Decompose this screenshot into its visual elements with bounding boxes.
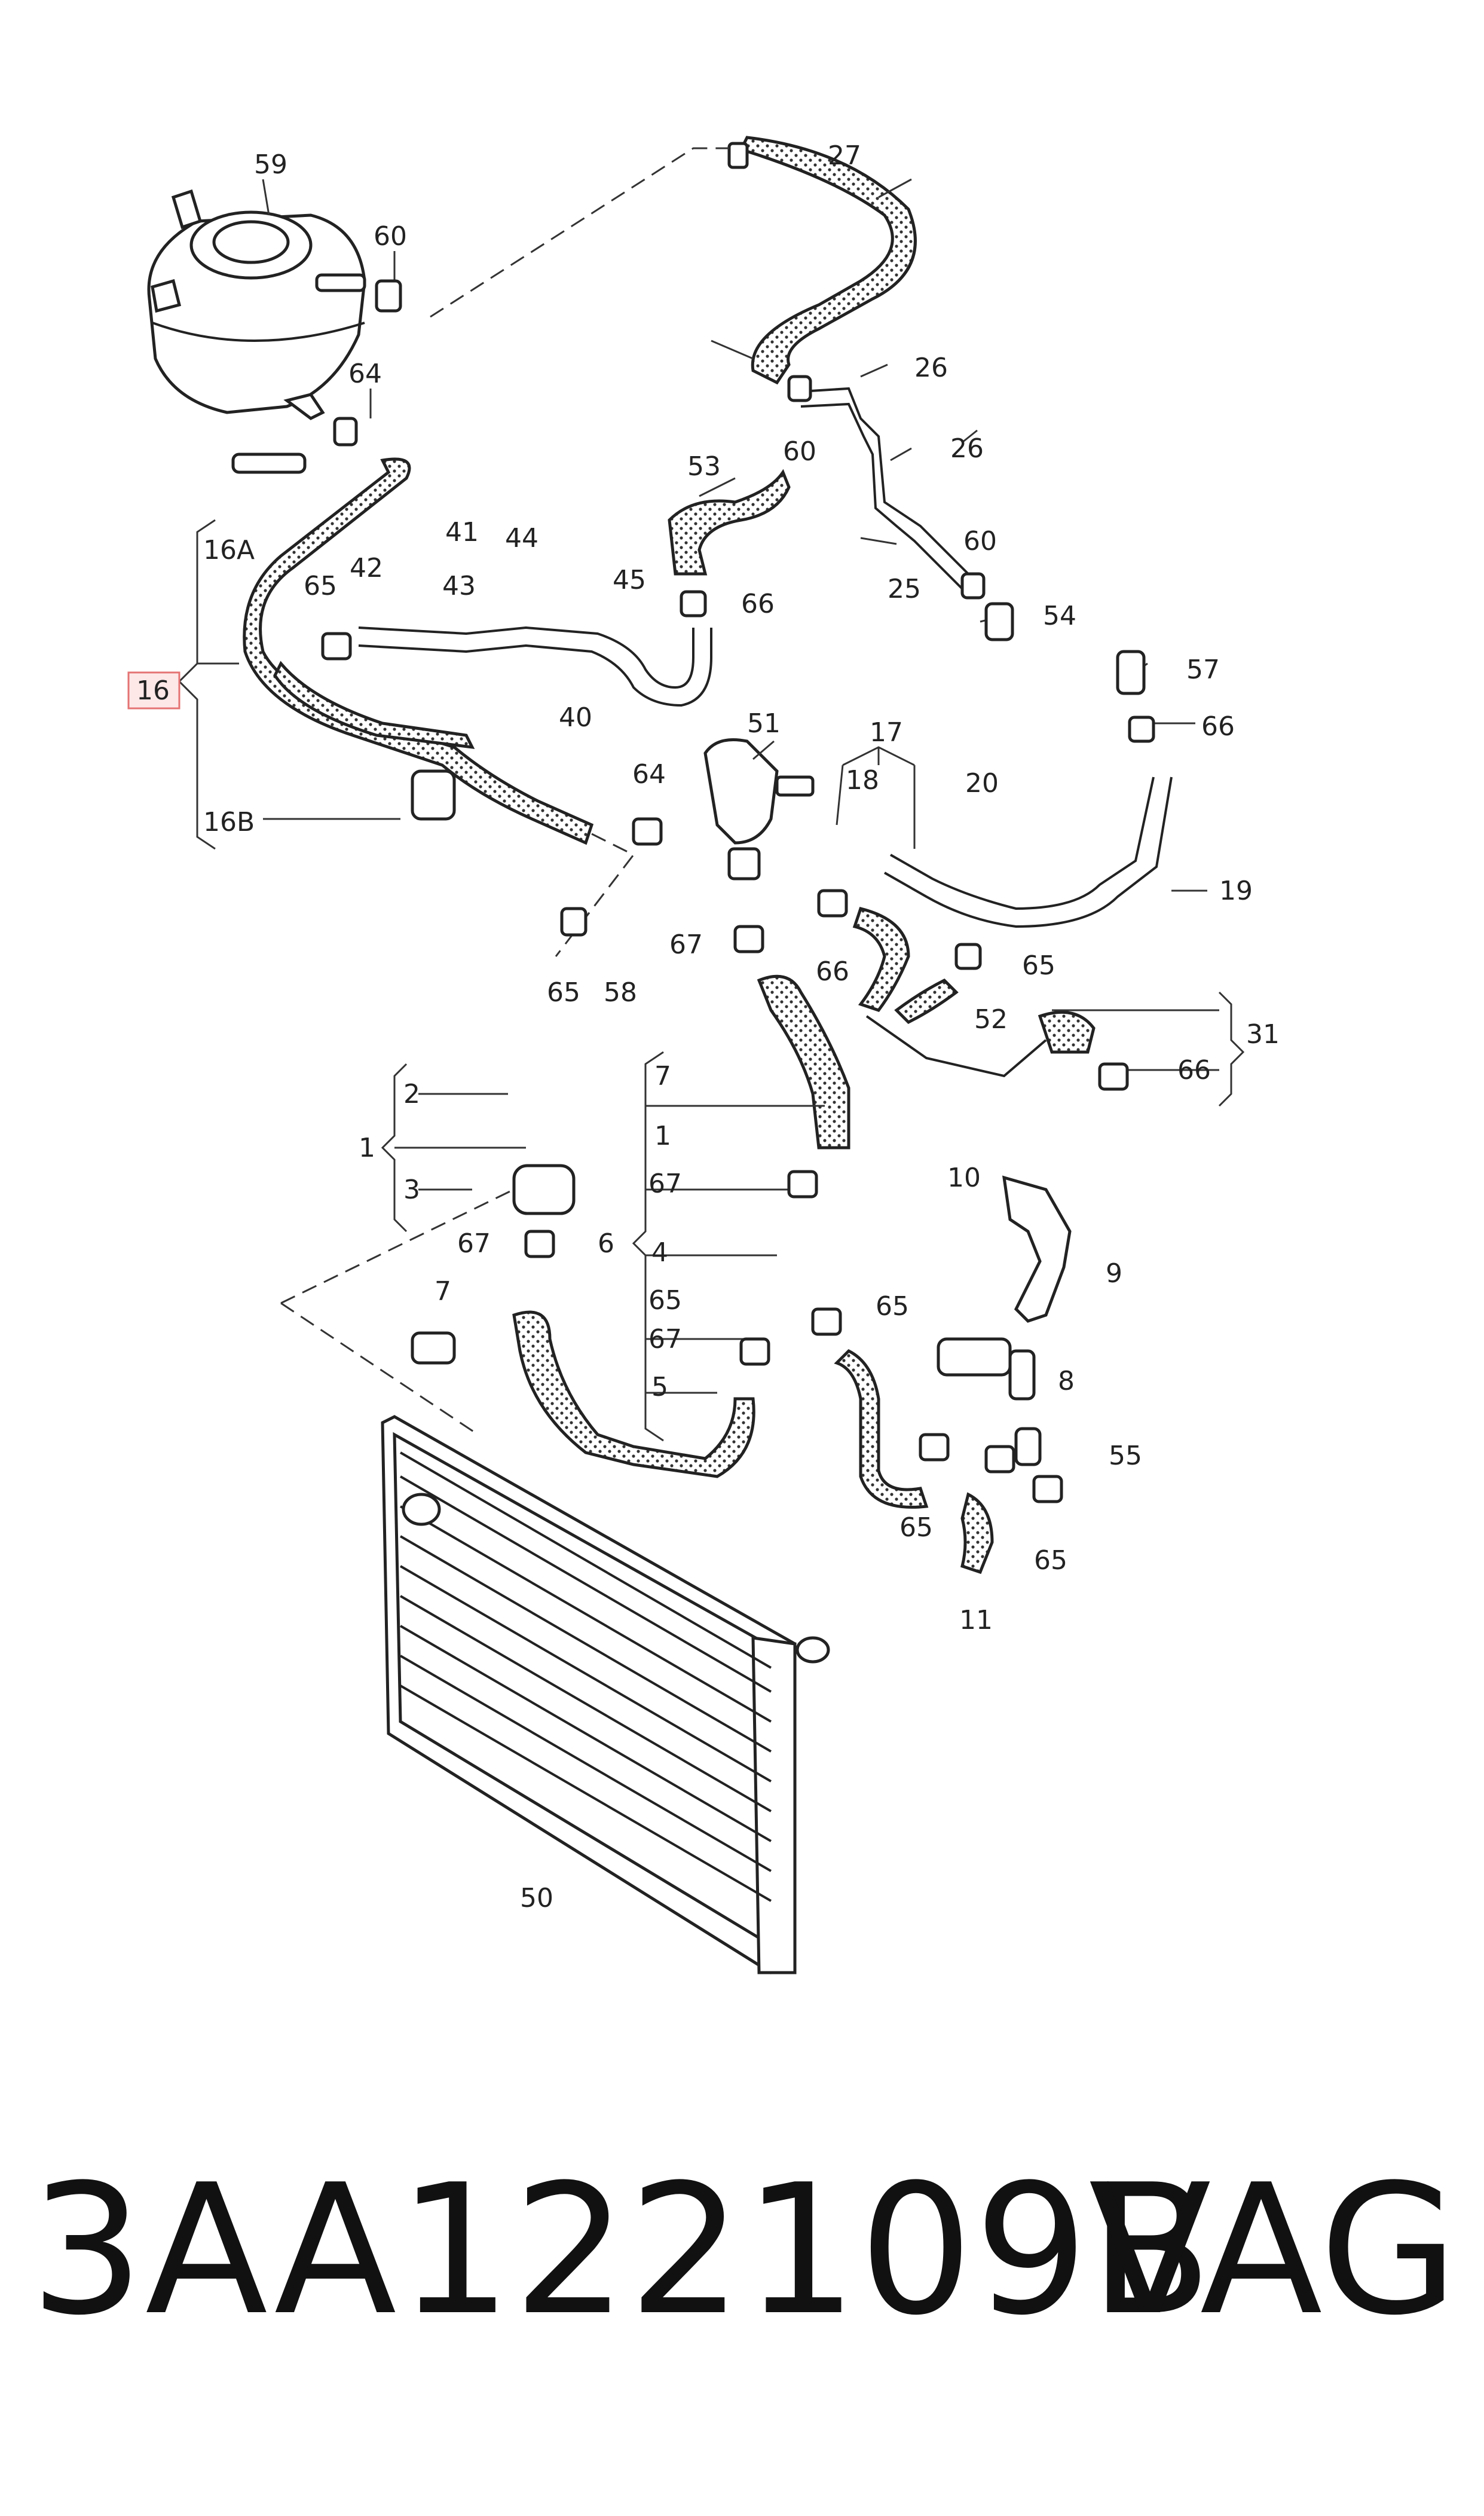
clamps — [231, 279, 1155, 1503]
label-65: 65 — [304, 571, 337, 601]
label-1: 1 — [359, 1133, 375, 1163]
label-3: 3 — [403, 1175, 420, 1205]
label-45: 45 — [613, 565, 646, 595]
label-26: 26 — [950, 433, 984, 464]
label-27: 27 — [828, 140, 861, 171]
label-25: 25 — [888, 574, 921, 604]
label-65: 65 — [899, 1512, 933, 1543]
label-50: 50 — [520, 1883, 553, 1913]
aux-pump — [937, 1337, 1036, 1401]
label-55: 55 — [1109, 1441, 1142, 1471]
label-16: 16 — [136, 675, 170, 706]
label-1: 1 — [654, 1121, 671, 1151]
hose-27 — [739, 136, 917, 385]
label-41: 41 — [445, 517, 479, 548]
label-5: 5 — [651, 1372, 668, 1402]
hose-5 — [512, 1310, 755, 1478]
label-64: 64 — [632, 759, 666, 790]
label-53: 53 — [687, 451, 721, 482]
label-65: 65 — [1034, 1545, 1067, 1576]
hose-52 — [852, 907, 910, 1012]
label-57: 57 — [1186, 655, 1220, 685]
label-65: 65 — [648, 1285, 682, 1316]
label-16b: 16B — [203, 807, 255, 837]
hose-53 — [668, 469, 791, 576]
label-64: 64 — [348, 359, 382, 389]
label-26: 26 — [914, 353, 948, 383]
thermostat-housing — [703, 738, 815, 881]
label-18: 18 — [846, 765, 879, 796]
label-66: 66 — [741, 589, 775, 619]
label-11: 11 — [959, 1605, 993, 1635]
pipe-25 — [800, 387, 969, 575]
part-number: 3AA122109B — [30, 2146, 1214, 2355]
label-60: 60 — [963, 526, 997, 557]
label-67: 67 — [457, 1228, 491, 1259]
hose-11 — [960, 1492, 994, 1575]
label-10: 10 — [947, 1163, 981, 1193]
pipe-17 — [890, 776, 1155, 910]
part-labels: 59 60 27 26 26 64 60 53 60 16A 41 44 42 … — [136, 140, 1280, 1913]
label-43: 43 — [442, 571, 476, 601]
label-2: 2 — [403, 1079, 420, 1109]
label-42: 42 — [350, 553, 383, 583]
label-9: 9 — [1106, 1258, 1122, 1289]
hose-16 — [243, 457, 594, 845]
radiator — [381, 1415, 830, 1974]
label-66: 66 — [1201, 711, 1235, 742]
label-60: 60 — [783, 436, 816, 467]
label-65: 65 — [1022, 950, 1055, 981]
label-31: 31 — [1246, 1019, 1280, 1050]
label-65: 65 — [876, 1291, 909, 1322]
label-60: 60 — [374, 221, 407, 252]
label-58: 58 — [604, 977, 637, 1008]
label-52: 52 — [974, 1004, 1008, 1035]
label-54: 54 — [1043, 601, 1076, 631]
label-7: 7 — [654, 1061, 671, 1092]
label-59: 59 — [254, 149, 287, 180]
expansion-tank — [147, 189, 366, 420]
hose-65-lower — [834, 1349, 929, 1509]
label-66: 66 — [816, 956, 849, 987]
hose-27-end — [727, 142, 749, 169]
label-19: 19 — [1219, 876, 1253, 906]
label-20: 20 — [965, 768, 999, 799]
pipe-40 — [358, 626, 694, 689]
bracket-9 — [1002, 1175, 1072, 1323]
label-7: 7 — [435, 1276, 451, 1307]
label-65: 65 — [547, 977, 580, 1008]
footer: 3AA122109B VAG — [30, 2146, 1458, 2397]
label-16a: 16A — [203, 535, 255, 565]
highlight-16 — [127, 671, 180, 710]
label-4: 4 — [651, 1237, 668, 1268]
label-67: 67 — [669, 930, 703, 960]
label-67: 67 — [648, 1169, 682, 1199]
label-66: 66 — [1177, 1055, 1211, 1086]
label-8: 8 — [1058, 1366, 1075, 1396]
label-44: 44 — [505, 523, 538, 554]
label-40: 40 — [559, 702, 592, 733]
label-51: 51 — [747, 708, 781, 739]
pipe-31 — [865, 1015, 1047, 1078]
label-17: 17 — [870, 717, 903, 748]
label-67: 67 — [648, 1324, 682, 1355]
hose-7-upper — [757, 974, 850, 1150]
label-6: 6 — [598, 1228, 614, 1259]
brand: VAG — [1088, 2146, 1458, 2355]
